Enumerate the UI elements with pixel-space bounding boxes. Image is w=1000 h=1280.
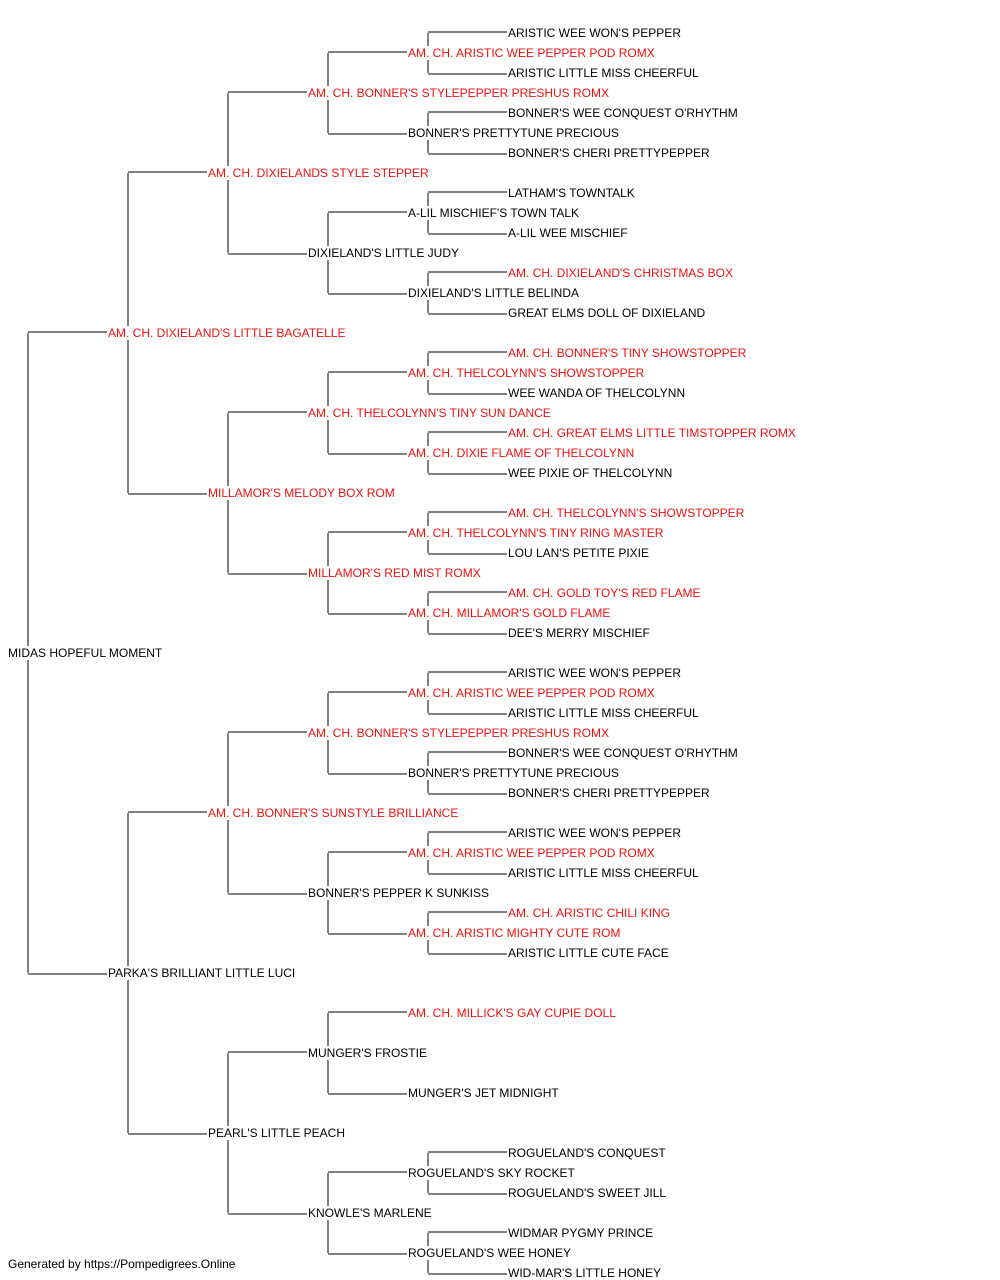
dog-name-gen-1: AM. CH. DIXIELAND'S LITTLE BAGATELLE (107, 326, 347, 340)
dog-name-gen-5: ARISTIC LITTLE MISS CHEERFUL (507, 866, 700, 880)
dog-name-gen-5: BONNER'S WEE CONQUEST O'RHYTHM (507, 746, 739, 760)
generated-by-footer: Generated by https://Pompedigrees.Online (8, 1257, 236, 1271)
dog-name-gen-4: BONNER'S PRETTYTUNE PRECIOUS (407, 126, 620, 140)
dog-name-gen-4: AM. CH. ARISTIC WEE PEPPER POD ROMX (407, 46, 656, 60)
dog-name-gen-3: DIXIELAND'S LITTLE JUDY (307, 246, 460, 260)
dog-name-gen-4: AM. CH. ARISTIC MIGHTY CUTE ROM (407, 926, 622, 940)
dog-name-gen-4: ROGUELAND'S WEE HONEY (407, 1246, 572, 1260)
dog-name-gen-4: AM. CH. ARISTIC WEE PEPPER POD ROMX (407, 846, 656, 860)
dog-name-gen-5: ARISTIC WEE WON'S PEPPER (507, 826, 682, 840)
dog-name-gen-5: AM. CH. DIXIELAND'S CHRISTMAS BOX (507, 266, 734, 280)
dog-name-gen-5: AM. CH. BONNER'S TINY SHOWSTOPPER (507, 346, 748, 360)
dog-name-gen-5: ARISTIC WEE WON'S PEPPER (507, 26, 682, 40)
dog-name-gen-5: AM. CH. THELCOLYNN'S SHOWSTOPPER (507, 506, 746, 520)
dog-name-gen-5: ARISTIC WEE WON'S PEPPER (507, 666, 682, 680)
dog-name-gen-2: MILLAMOR'S MELODY BOX ROM (207, 486, 396, 500)
dog-name-gen-2: PEARL'S LITTLE PEACH (207, 1126, 347, 1140)
dog-name-gen-4: ROGUELAND'S SKY ROCKET (407, 1166, 576, 1180)
dog-name-gen-5: WEE PIXIE OF THELCOLYNN (507, 466, 674, 480)
dog-name-gen-5: BONNER'S WEE CONQUEST O'RHYTHM (507, 106, 739, 120)
dog-name-gen-4: BONNER'S PRETTYTUNE PRECIOUS (407, 766, 620, 780)
dog-name-gen-3: MUNGER'S FROSTIE (307, 1046, 428, 1060)
dog-name-gen-3: KNOWLE'S MARLENE (307, 1206, 433, 1220)
dog-name-gen-5: ROGUELAND'S SWEET JILL (507, 1186, 668, 1200)
dog-name-gen-5: LOU LAN'S PETITE PIXIE (507, 546, 650, 560)
dog-name-gen-4: AM. CH. ARISTIC WEE PEPPER POD ROMX (407, 686, 656, 700)
dog-name-gen-5: A-LIL WEE MISCHIEF (507, 226, 629, 240)
dog-name-gen-5: ARISTIC LITTLE MISS CHEERFUL (507, 66, 700, 80)
dog-name-gen-5: DEE'S MERRY MISCHIEF (507, 626, 651, 640)
dog-name-gen-2: AM. CH. BONNER'S SUNSTYLE BRILLIANCE (207, 806, 460, 820)
dog-name-gen-5: LATHAM'S TOWNTALK (507, 186, 636, 200)
dog-name-gen-5: BONNER'S CHERI PRETTYPEPPER (507, 786, 711, 800)
dog-name-gen-5: AM. CH. ARISTIC CHILI KING (507, 906, 672, 920)
dog-name-gen-5: GREAT ELMS DOLL OF DIXIELAND (507, 306, 707, 320)
dog-name-gen-3: AM. CH. BONNER'S STYLEPEPPER PRESHUS ROM… (307, 86, 611, 100)
dog-name-gen-1: PARKA'S BRILLIANT LITTLE LUCI (107, 966, 297, 980)
dog-name-gen-0: MIDAS HOPEFUL MOMENT (7, 646, 164, 660)
dog-name-gen-5: ROGUELAND'S CONQUEST (507, 1146, 667, 1160)
dog-name-gen-5: WIDMAR PYGMY PRINCE (507, 1226, 655, 1240)
dog-name-gen-4: AM. CH. MILLICK'S GAY CUPIE DOLL (407, 1006, 617, 1020)
dog-name-gen-3: AM. CH. THELCOLYNN'S TINY SUN DANCE (307, 406, 552, 420)
dog-name-gen-5: AM. CH. GOLD TOY'S RED FLAME (507, 586, 702, 600)
dog-name-gen-5: ARISTIC LITTLE MISS CHEERFUL (507, 706, 700, 720)
dog-name-gen-4: DIXIELAND'S LITTLE BELINDA (407, 286, 581, 300)
dog-name-gen-4: AM. CH. THELCOLYNN'S TINY RING MASTER (407, 526, 665, 540)
dog-name-gen-5: WID-MAR'S LITTLE HONEY (507, 1266, 662, 1280)
dog-name-gen-4: AM. CH. THELCOLYNN'S SHOWSTOPPER (407, 366, 646, 380)
dog-name-gen-5: BONNER'S CHERI PRETTYPEPPER (507, 146, 711, 160)
dog-name-gen-5: ARISTIC LITTLE CUTE FACE (507, 946, 670, 960)
dog-name-gen-4: AM. CH. DIXIE FLAME OF THELCOLYNN (407, 446, 636, 460)
dog-name-gen-5: WEE WANDA OF THELCOLYNN (507, 386, 687, 400)
dog-name-gen-4: AM. CH. MILLAMOR'S GOLD FLAME (407, 606, 612, 620)
dog-name-gen-5: AM. CH. GREAT ELMS LITTLE TIMSTOPPER ROM… (507, 426, 797, 440)
dog-name-gen-4: MUNGER'S JET MIDNIGHT (407, 1086, 560, 1100)
dog-name-gen-3: AM. CH. BONNER'S STYLEPEPPER PRESHUS ROM… (307, 726, 611, 740)
dog-name-gen-3: BONNER'S PEPPER K SUNKISS (307, 886, 491, 900)
dog-name-gen-2: AM. CH. DIXIELANDS STYLE STEPPER (207, 166, 430, 180)
dog-name-gen-4: A-LIL MISCHIEF'S TOWN TALK (407, 206, 580, 220)
dog-name-gen-3: MILLAMOR'S RED MIST ROMX (307, 566, 482, 580)
